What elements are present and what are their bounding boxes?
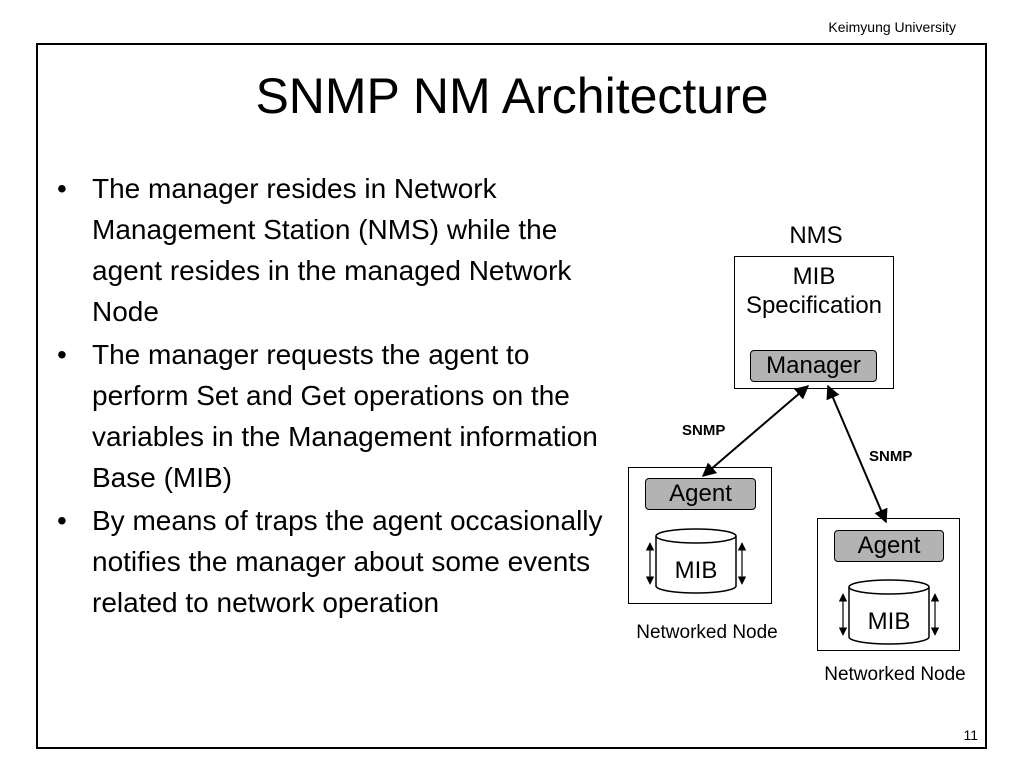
nms-label: NMS bbox=[789, 222, 843, 249]
nms-mib-line1: MIB bbox=[792, 263, 836, 290]
agent-right-box: Agent bbox=[834, 530, 944, 562]
mib-right-label: MIB bbox=[867, 608, 911, 635]
mib-right-cylinder bbox=[848, 579, 930, 645]
bullet-item: The manager resides in Network Managemen… bbox=[52, 168, 622, 332]
node-left-label: Networked Node bbox=[636, 622, 778, 643]
bullet-item: By means of traps the agent occasionally… bbox=[52, 500, 622, 623]
node-right-label: Networked Node bbox=[824, 664, 966, 685]
snmp-link-left bbox=[701, 385, 810, 477]
mib-left-label: MIB bbox=[674, 557, 718, 584]
agent-left-box: Agent bbox=[645, 478, 756, 510]
node-right-box bbox=[817, 518, 960, 651]
snmp-link-right bbox=[826, 384, 888, 524]
manager-box: Manager bbox=[750, 350, 877, 382]
nms-box bbox=[734, 256, 894, 389]
nms-mib-line2: Specification bbox=[745, 292, 883, 319]
bullet-list: The manager resides in Network Managemen… bbox=[52, 168, 622, 625]
page-number: 11 bbox=[963, 727, 978, 743]
slide-frame bbox=[36, 43, 987, 749]
mib-left-cylinder bbox=[655, 528, 737, 594]
slide-title: SNMP NM Architecture bbox=[255, 68, 769, 124]
institution-label: Keimyung University bbox=[828, 19, 956, 35]
node-left-box bbox=[628, 467, 772, 604]
bullet-item: The manager requests the agent to perfor… bbox=[52, 334, 622, 498]
